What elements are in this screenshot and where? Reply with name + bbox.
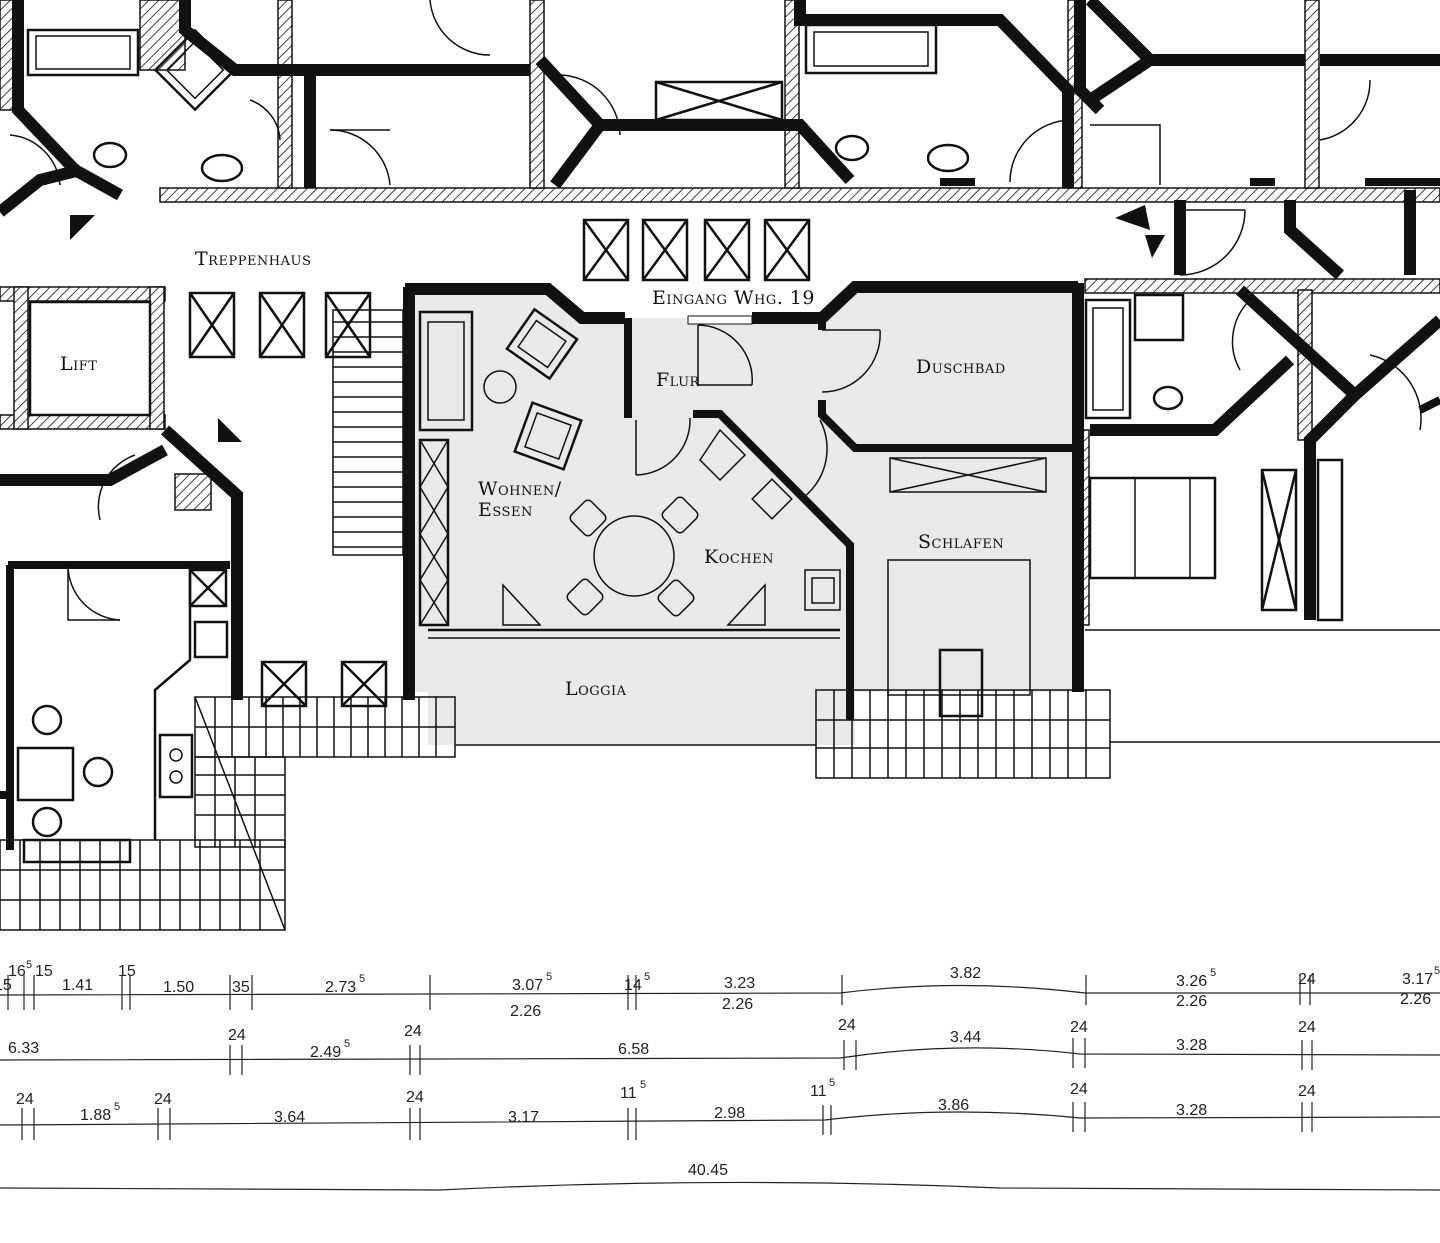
dim-label: 5 <box>640 1079 646 1091</box>
dim-label: 24 <box>1070 1081 1088 1098</box>
dim-label: 2.26 <box>1400 991 1431 1008</box>
dimension-lines <box>0 975 1440 1191</box>
dim-label: 24 <box>404 1023 422 1040</box>
dim-label: 3.86 <box>938 1097 969 1114</box>
stairs <box>0 309 1440 931</box>
dim-label: 15 <box>0 977 12 994</box>
dim-label: 24 <box>1298 1019 1316 1036</box>
dim-label: 1.50 <box>163 979 194 996</box>
dim-label: 2.98 <box>714 1105 745 1122</box>
dim-label: 15 <box>35 963 53 980</box>
doors <box>9 0 1422 621</box>
dim-label: 35 <box>232 979 250 996</box>
dim-label: 11 <box>620 1085 637 1102</box>
dim-label: 3.82 <box>950 965 981 982</box>
dim-label: 24 <box>406 1089 424 1106</box>
dim-label: 5 <box>26 959 32 971</box>
dim-label: 24 <box>228 1027 246 1044</box>
label-wohnen: Wohnen/ <box>478 478 562 500</box>
label-duschbad: Duschbad <box>916 356 1006 378</box>
label-treppenhaus: Treppenhaus <box>195 248 311 270</box>
dim-label: 6.33 <box>8 1040 39 1057</box>
label-kochen: Kochen <box>704 546 774 568</box>
dim-label: 3.17 <box>508 1109 539 1126</box>
dim-label: 2.26 <box>722 996 753 1013</box>
dim-label: 3.17 <box>1402 971 1433 988</box>
dim-label: 5 <box>344 1038 350 1050</box>
upper-apartment-walls <box>0 0 1440 217</box>
dim-label: 15 <box>118 963 136 980</box>
room-labels: Treppenhaus Lift Eingang Whg. 19 Flur Du… <box>60 248 1006 700</box>
label-lift: Lift <box>60 353 97 375</box>
dim-label: 3.28 <box>1176 1037 1207 1054</box>
dim-label: 24 <box>838 1017 856 1034</box>
dim-label: 2.49 <box>310 1044 341 1061</box>
right-apartment-walls <box>1090 190 1440 620</box>
dim-label: 24 <box>154 1091 172 1108</box>
shafts <box>28 80 1344 708</box>
dim-label: 3.26 <box>1176 973 1207 990</box>
dim-label: 3.07 <box>512 977 543 994</box>
label-loggia: Loggia <box>565 678 627 700</box>
dim-label: 14 <box>624 977 642 994</box>
dim-label: 24 <box>16 1091 34 1108</box>
left-apartment-walls <box>0 425 243 850</box>
label-schlafen: Schlafen <box>918 531 1004 553</box>
x-box <box>188 80 1344 708</box>
label-eingang: Eingang Whg. 19 <box>652 287 815 309</box>
label-essen: Essen <box>478 499 533 521</box>
sanitary <box>16 23 1217 864</box>
dim-label: 24 <box>1070 1019 1088 1036</box>
dim-label: 5 <box>114 1101 120 1113</box>
furniture <box>418 307 1047 718</box>
dim-label: 1.41 <box>62 977 93 994</box>
dim-label: 5 <box>644 971 650 983</box>
dim-label: 5 <box>546 971 552 983</box>
dim-label: 3.44 <box>950 1029 981 1046</box>
dim-label: 3.28 <box>1176 1102 1207 1119</box>
dim-label: 6.58 <box>618 1041 649 1058</box>
dim-label: 24 <box>1298 1083 1316 1100</box>
dim-label: 1.88 <box>80 1107 111 1124</box>
dim-total-label: 40.45 <box>688 1162 728 1179</box>
dim-label: 5 <box>1434 965 1440 977</box>
label-flur: Flur <box>656 369 701 391</box>
dim-label: 3.23 <box>724 975 755 992</box>
dim-label: 2.73 <box>325 979 356 996</box>
dim-label: 5 <box>1210 967 1216 979</box>
dim-label: 11 <box>810 1083 827 1100</box>
dim-label: 5 <box>359 973 365 985</box>
dim-label: 2.26 <box>1176 993 1207 1010</box>
dim-label: 16 <box>8 963 26 980</box>
direction-markers <box>70 205 1165 442</box>
dim-label: 24 <box>1298 971 1316 988</box>
dim-label: 2.26 <box>510 1003 541 1020</box>
apartment-19-walls <box>403 281 1084 720</box>
dim-label: 5 <box>829 1077 835 1089</box>
dim-label: 3.64 <box>274 1109 305 1126</box>
dimension-labels: 15 16 5 15 1.41 15 1.50 35 2.73 5 3.07 5… <box>0 959 1440 1179</box>
